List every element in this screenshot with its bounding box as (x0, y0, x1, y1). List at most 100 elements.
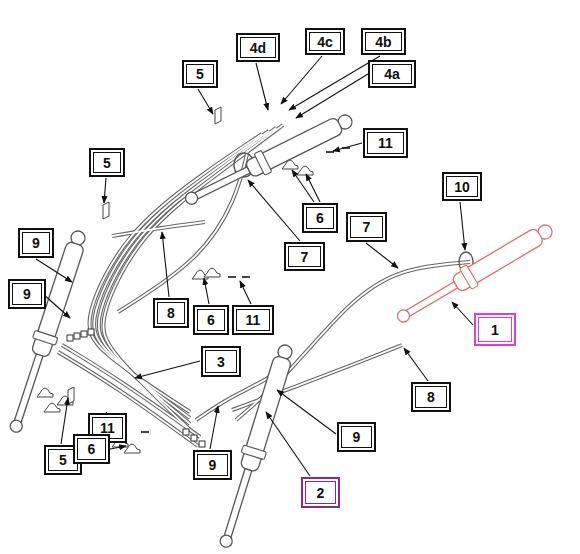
callout-number: 6 (77, 438, 106, 460)
hydraulic-cylinder (181, 108, 357, 211)
callout-box: 4b (361, 28, 406, 55)
callout-number: 7 (288, 246, 321, 267)
hydraulic-pipe (62, 345, 200, 437)
leader-line (277, 390, 336, 434)
pipe-clamp (282, 160, 298, 169)
leader-line (333, 143, 362, 151)
leader-line (256, 63, 268, 110)
callout-number: 3 (205, 350, 237, 373)
leader-line (266, 412, 310, 476)
callout-number: 9 (197, 454, 228, 476)
callout-number: 9 (341, 426, 372, 448)
hydraulic-pipe (58, 352, 198, 446)
hose-fitting (81, 331, 87, 337)
callout-box: 8 (153, 298, 189, 328)
callout-number: 7 (350, 216, 383, 238)
callout-box: 6 (302, 203, 338, 233)
leader-line (292, 170, 314, 202)
callout-number: 11 (236, 309, 270, 331)
callout-box: 6 (73, 434, 110, 464)
mounting-bracket (215, 107, 221, 124)
leader-line (198, 89, 213, 114)
callout-box: 9 (337, 422, 376, 452)
hose-fitting (199, 441, 205, 447)
hydraulic-pipe-core (232, 345, 402, 410)
bolt (326, 151, 334, 153)
callout-box: 9 (18, 228, 54, 258)
callout-number: 4a (372, 64, 412, 84)
hydraulic-pipe-core (89, 134, 262, 412)
callout-number: 11 (367, 132, 404, 154)
leader-line (43, 294, 70, 318)
callout-number: 10 (446, 176, 478, 197)
callout-box: 5 (182, 60, 218, 88)
mounting-bracket (68, 387, 74, 404)
callout-box: 9 (193, 450, 232, 480)
leader-line (404, 348, 428, 381)
pipe-clamp (204, 268, 220, 277)
hydraulic-pipe-core (58, 352, 198, 446)
leader-line (210, 406, 218, 449)
callout-number: 8 (157, 302, 185, 324)
callout-number: 4c (309, 32, 341, 51)
pipe-clamp (297, 166, 313, 175)
callout-number: 2 (305, 481, 336, 504)
leader-line (135, 361, 200, 378)
callout-box: 4a (368, 60, 416, 88)
leader-line (204, 278, 209, 304)
hydraulic-pipe-core (112, 222, 205, 236)
callout-box: 4c (305, 28, 345, 55)
callout-number: 4b (365, 32, 402, 51)
callout-box: 8 (411, 382, 451, 412)
callout-box: 10 (442, 172, 482, 201)
leader-line (61, 398, 68, 444)
leader-line (289, 56, 380, 110)
leader-line (452, 302, 473, 325)
callout-number: 5 (186, 64, 214, 84)
callout-number: 6 (197, 309, 225, 331)
callout-box: 1 (474, 313, 516, 346)
callout-number: 9 (12, 283, 42, 305)
hydraulic-pipe-core (62, 345, 200, 437)
hose-fitting (88, 329, 94, 335)
leader-line (248, 180, 300, 241)
callout-box: 4d (236, 33, 280, 62)
leader-line (460, 202, 465, 250)
mounting-bracket (103, 202, 109, 219)
hydraulic-cylinder (3, 228, 92, 436)
hose-fitting (67, 335, 73, 341)
callout-box: 5 (89, 148, 125, 177)
pipe-clamp (37, 388, 53, 397)
callout-box: 11 (232, 305, 274, 335)
callout-number: 5 (93, 152, 121, 173)
bolt (141, 431, 149, 433)
bolt (228, 276, 236, 278)
callout-box: 3 (201, 346, 241, 377)
hydraulic-pipe (99, 128, 276, 424)
callout-box: 7 (284, 242, 325, 271)
hydraulic-pipe-core (99, 128, 276, 424)
hose-fitting (74, 333, 80, 339)
callout-number: 6 (306, 207, 334, 229)
leader-line (281, 56, 322, 104)
callout-box: 11 (363, 128, 408, 158)
hose-fitting (183, 429, 189, 435)
leader-line (296, 74, 368, 118)
leader-line (306, 174, 320, 202)
callout-number: 9 (22, 232, 50, 254)
leader-line (240, 281, 251, 304)
leader-line (162, 232, 169, 297)
callout-box: 9 (8, 279, 46, 309)
pipe-clamp (124, 444, 140, 453)
callout-box: 2 (301, 477, 340, 508)
hydraulic-pipe (232, 345, 402, 410)
callout-number: 8 (415, 386, 447, 408)
leader-line (366, 243, 398, 268)
callout-box: 6 (193, 305, 229, 335)
bolt (242, 276, 250, 278)
callout-box: 7 (346, 212, 387, 242)
callout-number: 1 (478, 317, 512, 342)
leader-line (104, 178, 106, 203)
callout-number: 4d (240, 37, 276, 58)
